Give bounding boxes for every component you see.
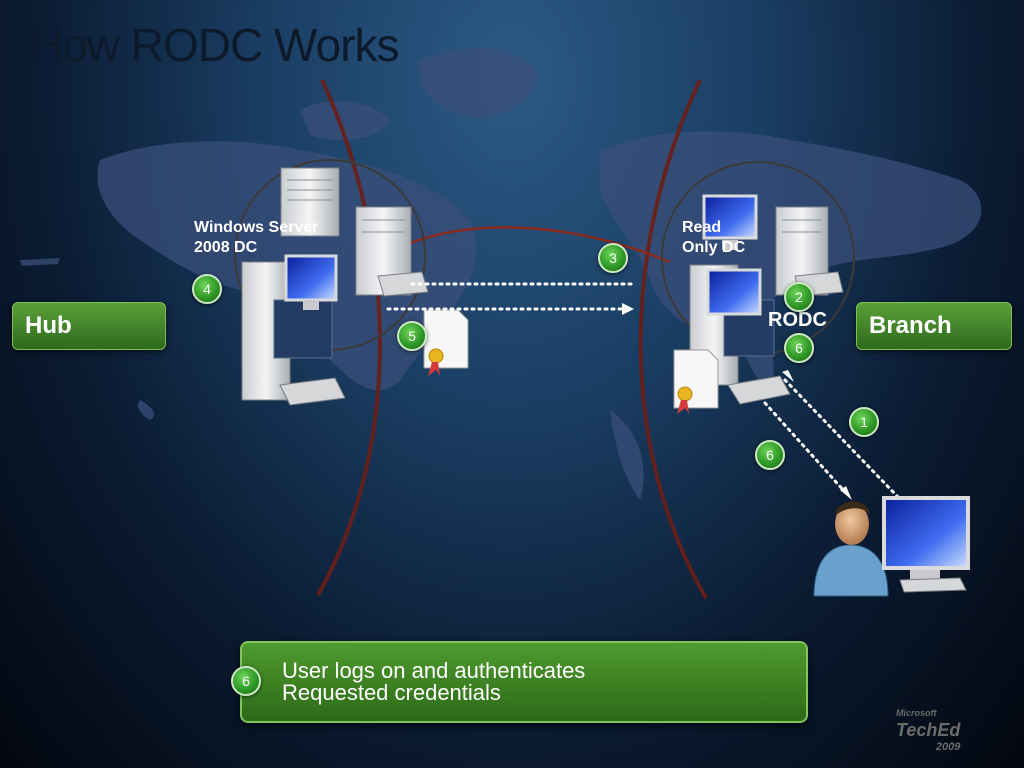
callout-text-line1: User logs on and authenticates: [282, 658, 586, 683]
branch-tag: Branch: [856, 302, 1012, 350]
client-computer: [882, 496, 970, 593]
rodc-label: RODC: [768, 309, 827, 331]
branch-server-tower: [775, 206, 844, 297]
credential-document-hub: [423, 309, 469, 376]
rodc-to-client-line: [783, 378, 900, 499]
teched-watermark: Microsoft TechEd 2009: [896, 706, 960, 754]
windows-server-dc-label: Windows Server 2008 DC: [194, 218, 318, 258]
slide-title: How RODC Works: [30, 19, 400, 71]
callout-step-badge: 6: [231, 666, 261, 696]
watermark-line3: 2009: [935, 741, 961, 753]
watermark-line1: Microsoft: [896, 708, 937, 718]
watermark-line2: TechEd: [896, 720, 961, 740]
user-to-rodc-line: [763, 401, 847, 494]
step-badge-2: 2: [784, 282, 814, 312]
windows-server-dc-line2: 2008 DC: [194, 239, 258, 256]
step-badge-6-rodc: 6: [784, 333, 814, 363]
replication-arrows: [386, 282, 634, 311]
windows-server-dc-line1: Windows Server: [194, 219, 319, 236]
step-badge-3: 3: [598, 243, 628, 273]
step-badge-5: 5: [397, 321, 427, 351]
branch-label: Branch: [869, 312, 952, 339]
step-badge-6-user: 6: [755, 440, 785, 470]
branch-boundary-arc: [638, 79, 708, 600]
read-only-dc-line2: Only DC: [682, 239, 746, 256]
credential-document-branch: [673, 349, 719, 414]
wan-link-arc: [404, 226, 671, 264]
callout-text: User logs on and authenticates Requested…: [282, 660, 782, 704]
hub-server-tower-right: [355, 206, 429, 297]
step-callout: [240, 641, 808, 723]
hub-tag: Hub: [12, 302, 166, 350]
hub-label: Hub: [25, 312, 72, 339]
hub-server-main: [241, 254, 346, 406]
step-badge-1: 1: [849, 407, 879, 437]
step-badge-4: 4: [192, 274, 222, 304]
hub-boundary-arc: [316, 79, 382, 596]
branch-monitor-top: [702, 194, 758, 250]
read-only-dc-line1: Read: [682, 219, 722, 236]
branch-user: [813, 501, 889, 597]
arrow-head-replication: [622, 303, 634, 315]
hub-server-tower-back: [280, 167, 340, 237]
read-only-dc-label: Read Only DC: [682, 218, 745, 258]
callout-text-line2: Requested credentials: [282, 680, 501, 705]
